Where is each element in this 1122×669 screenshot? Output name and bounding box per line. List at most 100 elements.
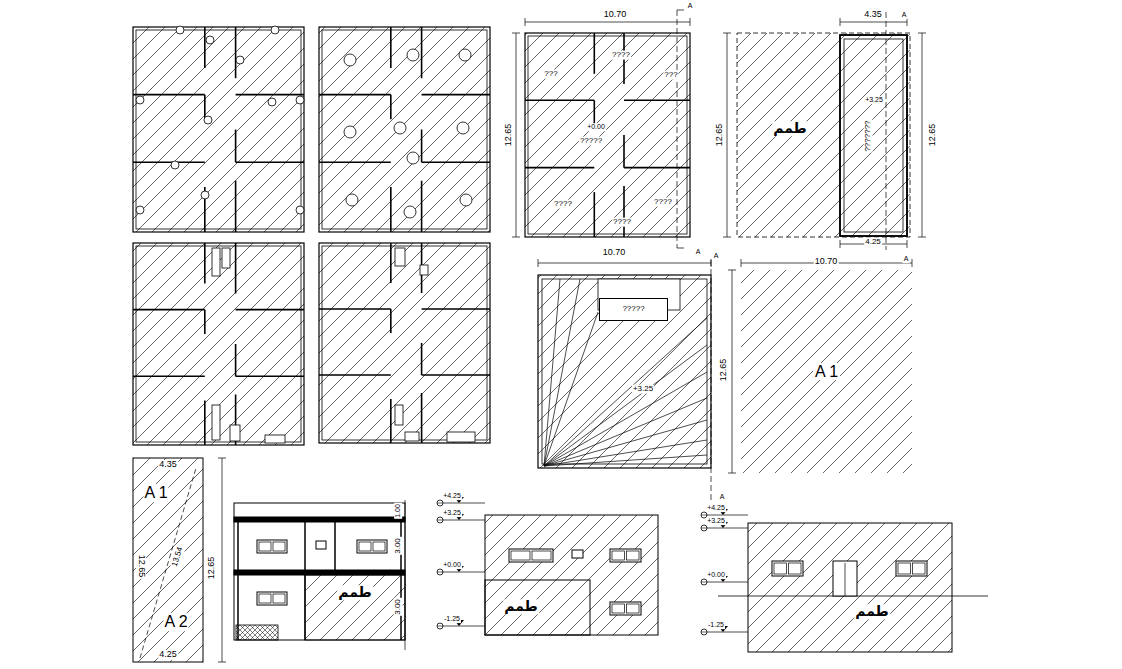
plot-area-box: A 1 [741,270,912,473]
plan-wall [322,246,487,440]
fixture-symbol [271,26,279,34]
dimension-label: -1.25 [707,621,725,629]
slope-line [544,398,707,466]
window-symbol [896,561,927,576]
interior-wall [204,401,206,445]
interior-wall [422,162,490,164]
dimension-label: 12.65 [136,554,146,579]
interior-wall [236,162,304,164]
window-pane [259,542,271,551]
window-symbol [257,592,287,605]
interior-wall [390,95,392,120]
level-symbol [701,582,707,583]
fixture-symbol [404,206,416,218]
dimension-label: +4.25 [706,504,726,512]
level-symbol [701,515,707,516]
window-symbol [357,540,387,553]
door-symbol [833,561,857,596]
diagonal-line [140,468,196,658]
interior-wall [421,27,423,78]
dimension-tick [741,259,742,267]
plan-floor [319,243,490,443]
dimension-label: ???? [612,218,632,227]
level-symbol [437,500,443,506]
level-symbol [701,629,707,635]
fixture-symbol [176,26,184,34]
interior-wall [133,162,205,164]
interior-wall [204,95,206,120]
interior-wall [204,310,206,334]
slope-line [544,372,707,466]
roof-outline [737,33,910,237]
plan-floor [319,27,490,232]
arabic-note: طمم [503,599,539,614]
window-pane [373,542,385,551]
section-line [677,10,678,248]
dimension-label: +4.25 [442,492,462,500]
lower-block [485,580,590,635]
level-symbol [437,503,443,504]
area-label: A 1 [143,484,168,502]
fixture-symbol [296,206,304,214]
interior-wall [235,27,237,78]
foundation [236,625,278,640]
interior-wall [422,94,490,96]
fixture-symbol [136,206,144,214]
interior-wall [593,192,595,237]
fixture-symbol [204,116,212,124]
level-symbol [437,517,443,523]
roof-plan [538,275,711,468]
dimension-label: A [687,2,694,10]
sanitary-fixture [420,265,428,275]
dimension-tick [912,259,913,267]
dimension-label: +0.00 [442,561,462,569]
slope-line [544,312,598,466]
area-label: A 2 [163,613,188,631]
dimension-label: A [719,493,726,501]
fixture-symbol [136,96,144,104]
plan-floor [133,27,304,232]
window-pane [627,604,640,613]
interior-wall [593,33,595,74]
fixture-symbol [201,191,209,199]
section-arrow [677,10,684,11]
level-line [438,503,485,504]
upper-room [840,35,907,236]
dimension-tick [918,33,926,34]
window-symbol [610,602,641,615]
interior-wall [421,130,423,163]
level-symbol [701,528,707,529]
wall [237,522,239,640]
interior-wall [390,187,392,232]
slope-line [544,345,707,466]
dimension-label: 12.65 [207,556,217,581]
level-symbol [437,623,443,629]
dimension-tick [918,237,926,238]
dimension-tick [907,18,908,26]
elevation-wall [485,515,658,635]
dimension-label: 12.65 [719,358,729,383]
dimension-label: ??? [663,71,678,80]
plan-wall [528,36,687,234]
sanitary-fixture [395,248,405,266]
fixture-symbol [346,194,358,206]
door-leaf [845,563,846,596]
interior-wall [422,308,490,310]
level-line [438,572,485,573]
slope-line [544,279,560,466]
fill-area [305,575,405,640]
dimension-label: ??? [543,70,558,79]
node-text: ????? [620,305,646,314]
interior-wall [133,94,205,96]
interior-wall [235,243,237,294]
dimension-line [538,263,711,264]
fixture-symbol [407,152,419,164]
dimension-label: +0.00 [586,123,606,131]
node-text: A 1 [813,363,840,381]
dimension-label: +3.25 [632,385,654,394]
window-pane [511,551,530,560]
dimension-label: 10.70 [603,10,628,20]
elevation-wall [748,523,952,652]
sanitary-fixture [447,432,475,442]
dimension-tick [728,270,736,271]
